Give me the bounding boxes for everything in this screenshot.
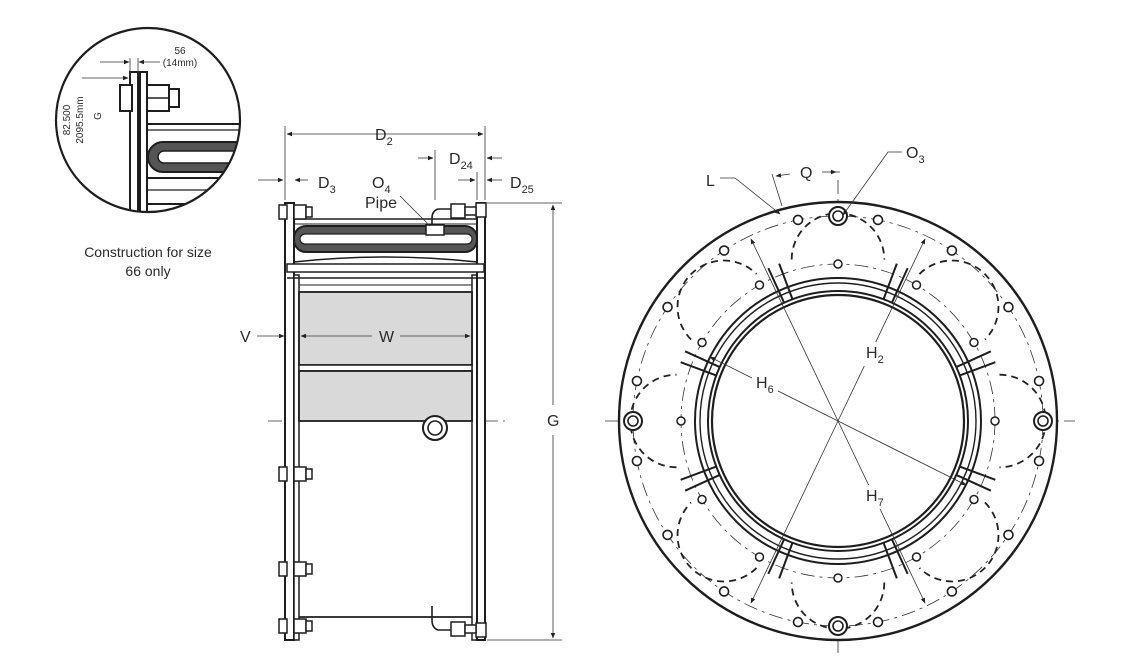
shoe-lobe [918, 259, 1000, 341]
shoe-rib [680, 465, 717, 481]
shoe-lobe [676, 501, 758, 583]
outer-hole [662, 529, 673, 541]
shoe-rib [955, 350, 992, 368]
outer-hole [718, 245, 730, 256]
label-v: V [240, 329, 251, 346]
shoe-rib [882, 542, 898, 579]
shoe-rib [891, 267, 909, 304]
outer-hole [1033, 455, 1045, 467]
outer-hole [1003, 529, 1014, 541]
inner-hole [833, 259, 843, 269]
shoe-lobe [676, 259, 758, 341]
shoe-rib [959, 465, 996, 481]
inner-hole [969, 494, 979, 505]
outer-hole [946, 245, 958, 256]
inner-hole [754, 552, 765, 562]
shoe-rib [778, 542, 794, 579]
outer-hole [662, 301, 673, 313]
label-d25: D25 [510, 175, 534, 196]
side-view: D2 D24 D25 D3 O4 Pipe V W G [240, 126, 562, 641]
outer-hole [872, 616, 884, 628]
label-h7: H7 [866, 488, 884, 509]
label-d2: D2 [375, 127, 393, 148]
inner-hole [697, 337, 707, 348]
shoe-rib [959, 361, 996, 377]
label-h2: H2 [866, 345, 884, 366]
inset-detail: 56 (14mm) 82.500 2095.5mm G Construction… [54, 26, 242, 279]
inset-dim-left-g: G [93, 112, 104, 120]
label-g: G [547, 413, 559, 430]
side-bolt-top [278, 204, 313, 220]
inner-hole [833, 573, 843, 583]
outer-hole [1003, 301, 1014, 313]
side-bolt-mid [278, 466, 313, 482]
main-hole-inner [1037, 415, 1049, 427]
inner-hole [969, 337, 979, 348]
side-bolt-low [278, 561, 313, 577]
shoe-rib [891, 538, 909, 575]
inner-hole [697, 494, 707, 505]
inset-dim-top-mm: (14mm) [163, 58, 197, 69]
label-o3: O3 [906, 145, 925, 166]
label-q: Q [800, 165, 812, 182]
shoe-rib [882, 263, 898, 300]
shoe-rib [955, 474, 992, 492]
main-hole-inner [627, 415, 639, 427]
shoe-rib [684, 474, 721, 492]
air-fitting-bottom [431, 606, 487, 638]
label-h6: H6 [756, 375, 774, 396]
air-fitting-top [425, 202, 487, 236]
inset-caption-line1: Construction for size [84, 244, 212, 260]
label-w: W [379, 329, 395, 346]
inner-hole [676, 416, 686, 426]
side-bolt-bottom [278, 618, 313, 634]
inner-hole [754, 280, 765, 290]
inset-caption-line2: 66 only [125, 263, 170, 279]
inset-dim-top: 56 [174, 46, 186, 57]
outer-hole [718, 586, 730, 597]
shoe-rib [767, 538, 785, 575]
label-l: L [706, 173, 715, 190]
shoe-rib [684, 350, 721, 368]
shoe-lobe [918, 501, 1000, 583]
outer-hole [1033, 375, 1045, 387]
outer-hole [631, 455, 643, 467]
outer-hole [792, 616, 804, 628]
inner-hole [911, 280, 922, 290]
inset-dim-left: 82.500 [62, 104, 73, 135]
outer-hole [631, 375, 643, 387]
label-d3: D3 [318, 175, 336, 196]
outer-hole [872, 214, 884, 226]
bolt-holes [623, 206, 1053, 636]
label-d24: D24 [449, 151, 473, 172]
shoe-rib [778, 263, 794, 300]
outer-hole [792, 214, 804, 226]
label-pipe: Pipe [365, 195, 397, 212]
inner-hole [990, 416, 1000, 426]
front-view: H2 H6 H7 L Q O3 [605, 145, 1075, 655]
label-o4: O4 [372, 175, 391, 196]
inset-dim-left-mm: 2095.5mm [75, 96, 86, 143]
shoe-rib [767, 267, 785, 304]
shoe-rib [680, 361, 717, 377]
main-hole-inner [832, 210, 844, 222]
inner-hole [911, 552, 922, 562]
main-hole-inner [832, 620, 844, 632]
outer-hole [946, 586, 958, 597]
